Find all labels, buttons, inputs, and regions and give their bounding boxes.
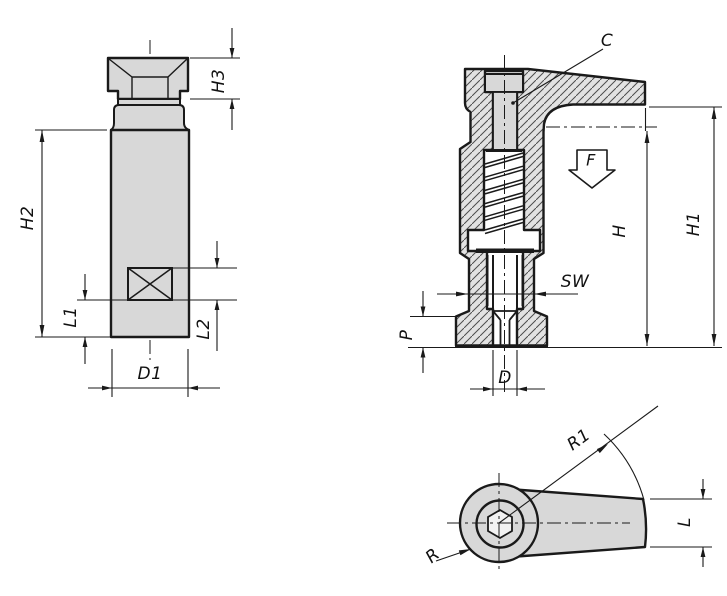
dim-l2	[214, 241, 220, 351]
dim-h3	[190, 28, 240, 130]
front-head	[106, 56, 190, 101]
dim-h1	[649, 106, 722, 346]
dim-label-l2: L2	[194, 318, 214, 340]
front-body	[109, 128, 191, 339]
cross-hole-reference-lines	[35, 267, 237, 338]
force-arrow-icon	[568, 149, 616, 189]
dim-h	[644, 131, 650, 346]
dim-label-p: P	[397, 329, 417, 341]
dim-l	[650, 479, 712, 567]
dim-label-h2: H2	[18, 205, 38, 231]
dim-label-d: D	[498, 368, 512, 388]
hex-socket	[487, 508, 513, 540]
leader-c	[511, 48, 604, 105]
dim-label-h: H	[610, 224, 630, 238]
dim-label-sw: SW	[560, 272, 590, 292]
dim-label-h1: H1	[684, 211, 704, 237]
cross-hole-diagonals	[127, 267, 173, 301]
thread-minor-lines	[487, 255, 523, 306]
dim-sw	[456, 291, 546, 297]
front-view	[35, 28, 240, 397]
section-view	[408, 48, 722, 396]
dim-label-c: C	[600, 31, 614, 51]
dim-label-h3: H3	[209, 68, 229, 94]
dim-p	[410, 291, 457, 373]
dim-r1	[498, 405, 659, 524]
front-head-chamfer-lines	[108, 58, 188, 99]
dim-label-l1: L1	[61, 306, 81, 328]
front-collar	[110, 104, 190, 131]
section-body-hatch	[454, 67, 647, 348]
lever-top-view	[435, 405, 712, 573]
dim-d1	[88, 349, 220, 397]
dim-l1	[82, 274, 88, 364]
dim-label-d1: D1	[137, 364, 163, 384]
dim-h2	[35, 129, 107, 337]
dim-d	[470, 350, 545, 396]
dim-label-f: F	[586, 150, 596, 170]
dim-label-l-width: L	[675, 517, 695, 527]
thread-bore-lines	[492, 255, 518, 308]
dim-r	[435, 548, 472, 562]
